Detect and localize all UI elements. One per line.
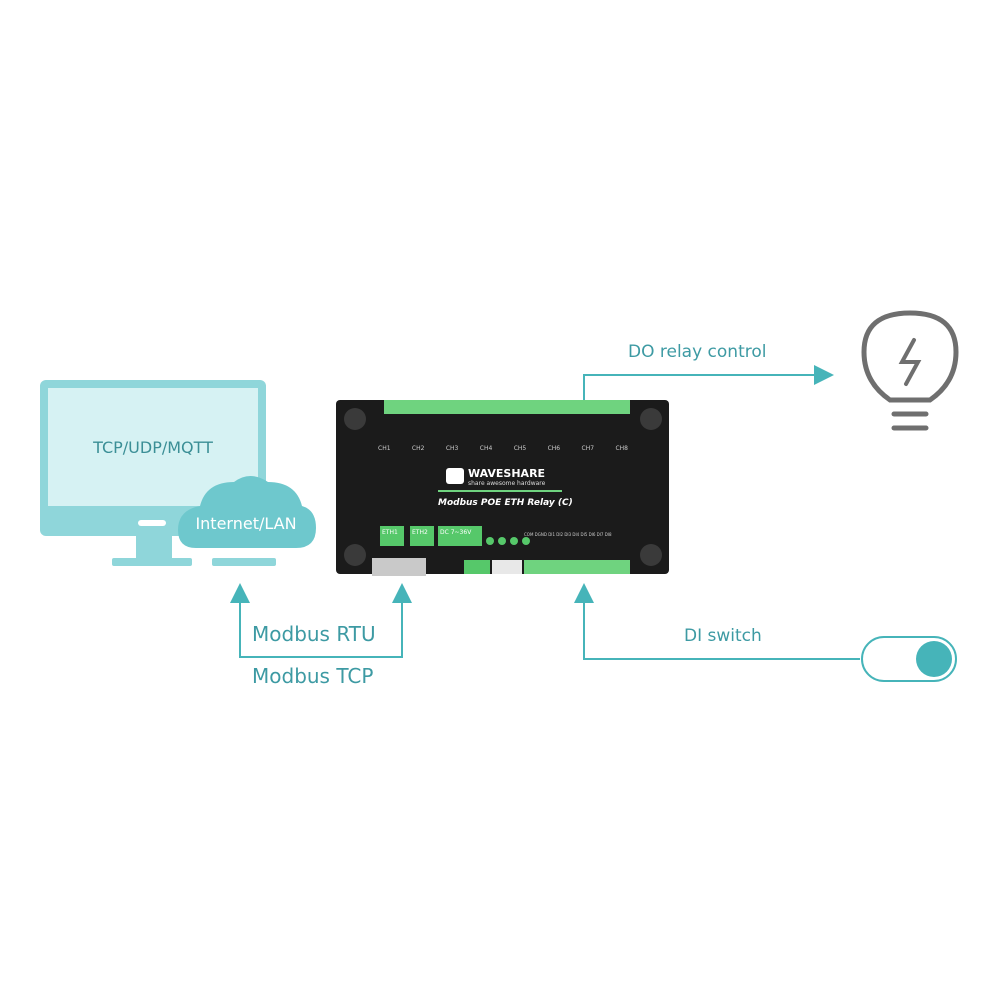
channel-label: CH8 bbox=[615, 445, 628, 452]
device-channel-labels: CH1 CH2 CH3 CH4 CH5 CH6 CH7 CH8 bbox=[378, 445, 628, 452]
di-link-line bbox=[574, 583, 860, 660]
eth1-port-label: ETH1 bbox=[382, 529, 398, 536]
dc-input-label: DC 7~36V bbox=[440, 529, 472, 536]
channel-label: CH7 bbox=[581, 445, 595, 452]
toggle-switch-icon bbox=[861, 636, 957, 682]
di-pin-labels: COM DGND DI1 DI2 DI3 DI4 DI5 DI6 DI7 DI8 bbox=[524, 532, 612, 537]
connector-lines bbox=[230, 365, 860, 660]
device-brand: WAVESHARE bbox=[468, 467, 546, 480]
device-tagline: share awesome hardware bbox=[468, 480, 546, 487]
channel-label: CH2 bbox=[411, 445, 425, 452]
monitor-screen-text: TCP/UDP/MQTT bbox=[93, 438, 213, 457]
channel-label: CH6 bbox=[547, 445, 561, 452]
channel-label: CH4 bbox=[479, 445, 493, 452]
bulb-icon bbox=[861, 310, 959, 431]
device-model: Modbus POE ETH Relay (C) bbox=[438, 498, 573, 508]
cloud-label: Internet/LAN bbox=[195, 514, 297, 533]
channel-label: CH5 bbox=[513, 445, 527, 452]
do-link-line bbox=[583, 365, 834, 400]
channel-label: CH1 bbox=[378, 445, 391, 452]
eth2-port-label: ETH2 bbox=[412, 529, 428, 536]
relay-device bbox=[336, 400, 669, 576]
channel-label: CH3 bbox=[445, 445, 459, 452]
do-relay-control-label: DO relay control bbox=[628, 342, 767, 362]
di-switch-label: DI switch bbox=[684, 626, 762, 646]
cloud-icon bbox=[178, 476, 316, 548]
modbus-tcp-label: Modbus TCP bbox=[252, 664, 374, 688]
rtu-link-line bbox=[230, 583, 412, 658]
modbus-rtu-label: Modbus RTU bbox=[252, 622, 376, 646]
